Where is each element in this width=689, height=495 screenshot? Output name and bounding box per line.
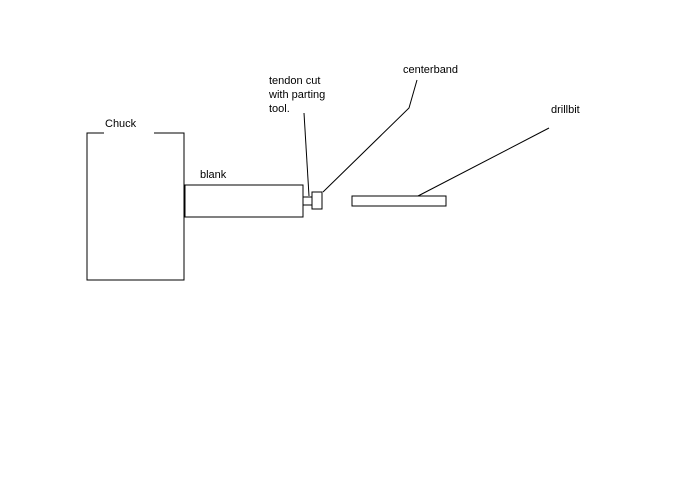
tendon-leader-line xyxy=(303,112,310,197)
tendon-label-line-3: tool. xyxy=(269,103,290,115)
tendon-label-line-1: tendon cut xyxy=(269,75,320,87)
centerband-shape xyxy=(311,191,323,210)
blank-label: blank xyxy=(200,169,227,181)
drillbit-leader-line xyxy=(417,127,550,197)
drillbit-label: drillbit xyxy=(551,104,580,116)
tendon-label-line-2: with parting xyxy=(268,89,325,101)
drillbit-shape xyxy=(351,195,447,207)
tendon-label: tendon cut with parting tool. xyxy=(268,75,325,115)
tendon-cut-shape xyxy=(303,196,312,206)
centerband-label: centerband xyxy=(403,64,458,76)
centerband-leader-line xyxy=(322,79,418,193)
chuck-shape xyxy=(86,132,185,281)
chuck-label: Chuck xyxy=(105,118,137,130)
blank-shape xyxy=(184,184,304,218)
